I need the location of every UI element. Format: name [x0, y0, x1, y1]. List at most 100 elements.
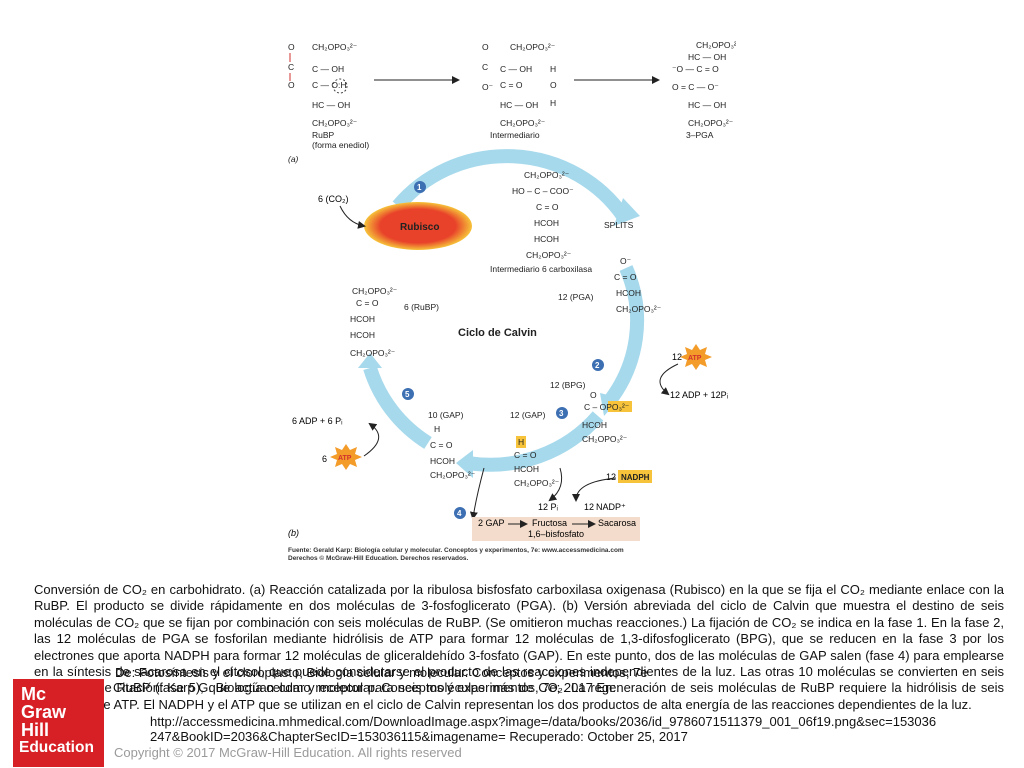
svg-text:CH₂OPO₃²⁻: CH₂OPO₃²⁻: [688, 118, 734, 128]
svg-text:2 GAP: 2 GAP: [478, 518, 505, 528]
svg-text:NADPH: NADPH: [621, 473, 650, 482]
svg-text:12 (BPG): 12 (BPG): [550, 380, 586, 390]
co2-input-label: 6 (CO₂): [318, 194, 349, 204]
svg-text:HC — OH: HC — OH: [312, 100, 350, 110]
svg-text:O = C — O⁻: O = C — O⁻: [672, 82, 719, 92]
figure-caption: Conversión de CO₂ en carbohidrato. (a) R…: [34, 582, 1004, 712]
svg-text:3–PGA: 3–PGA: [686, 130, 714, 140]
svg-text:HCOH: HCOH: [430, 456, 455, 466]
part-a-tag: (a): [288, 154, 299, 164]
copyright-notice: Copyright © 2017 McGraw-Hill Education. …: [114, 745, 462, 760]
svg-text:12: 12: [606, 472, 616, 482]
svg-text:C = O: C = O: [500, 80, 523, 90]
gap-12-structure: 12 (GAP) H C = O HCOH CH₂OPO₃²⁻: [510, 410, 560, 488]
citation-line-2: Citación: Karp G. Biología celular y mol…: [113, 680, 616, 695]
svg-text:C: C: [482, 62, 488, 72]
svg-text:SPLITS: SPLITS: [604, 220, 634, 230]
svg-text:CH₂OPO₃²⁻: CH₂OPO₃²⁻: [500, 118, 546, 128]
bpg-structure: 12 (BPG) O C – OPO₃²⁻ HCOH CH₂OPO₃²⁻: [550, 380, 632, 444]
pga-structure: O⁻ C = O HCOH CH₂OPO₃²⁻ 12 (PGA): [558, 256, 662, 314]
svg-text:HCOH: HCOH: [616, 288, 641, 298]
svg-text:HO – C – COO⁻: HO – C – COO⁻: [512, 186, 574, 196]
svg-text:O: O: [482, 42, 489, 52]
cycle-title: Ciclo de Calvin: [458, 327, 537, 339]
svg-text:C = O: C = O: [536, 202, 559, 212]
svg-text:C = O: C = O: [356, 298, 379, 308]
svg-text:O⁻: O⁻: [620, 256, 632, 266]
atp-star-icon: [330, 444, 362, 470]
pga-molecule: CH₂OPO₃²⁻ HC — OH ⁻O — C = O O = C — O⁻ …: [672, 40, 736, 140]
logo-line-graw: Graw: [21, 702, 67, 722]
mcgraw-hill-logo: Mc Graw Hill Education: [13, 679, 104, 767]
svg-text:12 Pᵢ: 12 Pᵢ: [538, 502, 558, 512]
svg-text:C = O: C = O: [430, 440, 453, 450]
svg-text:(forma enediol): (forma enediol): [312, 140, 369, 150]
rubisco-enzyme: [364, 202, 472, 250]
step-1-marker: [414, 181, 426, 193]
svg-text:ATP: ATP: [338, 455, 352, 462]
svg-text:12 ADP + 12Pᵢ: 12 ADP + 12Pᵢ: [670, 390, 728, 400]
svg-text:H: H: [550, 98, 556, 108]
svg-text:10 (GAP): 10 (GAP): [428, 410, 464, 420]
svg-text:NADP⁺: NADP⁺: [596, 502, 626, 512]
svg-text:CH₂OPO₃²⁻: CH₂OPO₃²⁻: [352, 286, 398, 296]
svg-text:C = O: C = O: [614, 272, 637, 282]
co2-molecule: O C O: [288, 42, 295, 90]
logo-line-mc: Mc: [21, 684, 47, 704]
svg-text:C = O: C = O: [514, 450, 537, 460]
svg-text:HCOH: HCOH: [582, 420, 607, 430]
nadph-input: 12 NADPH 12 Pᵢ 12 NADP⁺: [538, 467, 652, 512]
svg-text:C — O:H: C — O:H: [312, 80, 346, 90]
svg-text:CH₂OPO₃²⁻: CH₂OPO₃²⁻: [430, 470, 476, 480]
citation-line-1: De: Fotosíntesis y el cloroplasto, Biolo…: [115, 665, 648, 680]
svg-text:Intermediario: Intermediario: [490, 130, 540, 140]
svg-text:3: 3: [559, 409, 564, 418]
step-2-marker: [592, 359, 604, 371]
svg-text:C: C: [288, 62, 294, 72]
svg-text:CH₂OPO₃²⁻: CH₂OPO₃²⁻: [582, 434, 628, 444]
calvin-cycle-figure: O C O CH₂OPO₃²⁻ C — OH C — O:H HC — OH C…: [288, 40, 736, 562]
part-b-tag: (b): [288, 528, 299, 538]
svg-text:HCOH: HCOH: [514, 464, 539, 474]
svg-text:HC — OH: HC — OH: [688, 100, 726, 110]
logo-line-hill: Hill: [21, 720, 50, 740]
atp-star-icon: [680, 344, 712, 370]
calvin-cycle: Rubisco 6 (CO₂) 1 2 3 4 5 Ciclo de Calvi…: [288, 149, 728, 562]
svg-text:CH₂OPO₃²⁻: CH₂OPO₃²⁻: [696, 40, 736, 50]
svg-text:5: 5: [405, 390, 410, 399]
part-a-reaction: O C O CH₂OPO₃²⁻ C — OH C — O:H HC — OH C…: [288, 40, 736, 164]
svg-text:2: 2: [595, 361, 600, 370]
rubisco-label: Rubisco: [400, 222, 439, 233]
svg-text:H: H: [550, 64, 556, 74]
logo-line-education: Education: [19, 739, 94, 756]
figure-source-line-2: Derechos © McGraw-Hill Education. Derech…: [288, 554, 469, 562]
svg-text:O: O: [550, 80, 557, 90]
svg-text:CH₂OPO₃²⁻: CH₂OPO₃²⁻: [616, 304, 662, 314]
carboxylase-intermediate: CH₂OPO₃²⁻ HO – C – COO⁻ C = O HCOH HCOH …: [490, 170, 634, 274]
citation-url-line-2[interactable]: 247&BookID=2036&ChapterSecID=153036115&i…: [150, 729, 688, 744]
citation-url-line[interactable]: http://accessmedicina.mhmedical.com/Down…: [150, 714, 937, 729]
svg-text:HC — OH: HC — OH: [688, 52, 726, 62]
svg-text:RuBP: RuBP: [312, 130, 335, 140]
step-5-marker: [402, 388, 414, 400]
svg-text:Sacarosa: Sacarosa: [598, 518, 636, 528]
svg-text:6 ADP + 6 Pᵢ: 6 ADP + 6 Pᵢ: [292, 416, 343, 426]
svg-text:CH₂OPO₃²⁻: CH₂OPO₃²⁻: [514, 478, 560, 488]
intermediate-molecule: O C O⁻ CH₂OPO₃²⁻ C — OH C = O HC — OH CH…: [482, 42, 557, 140]
svg-text:HC — OH: HC — OH: [500, 100, 538, 110]
step-4-marker: [454, 507, 466, 519]
svg-text:HCOH: HCOH: [350, 330, 375, 340]
svg-text:4: 4: [457, 509, 462, 518]
svg-text:Intermediario 6 carboxilasa: Intermediario 6 carboxilasa: [490, 264, 592, 274]
svg-text:O: O: [288, 42, 295, 52]
svg-text:12: 12: [584, 502, 594, 512]
svg-text:12 (GAP): 12 (GAP): [510, 410, 546, 420]
svg-text:Fructosa: Fructosa: [532, 518, 567, 528]
svg-text:O: O: [590, 390, 597, 400]
svg-text:CH₂OPO₃²⁻: CH₂OPO₃²⁻: [350, 348, 396, 358]
step-3-marker: [556, 407, 568, 419]
svg-text:CH₂OPO₃²⁻: CH₂OPO₃²⁻: [524, 170, 570, 180]
svg-text:1: 1: [417, 183, 422, 192]
rubp-molecule: CH₂OPO₃²⁻ C — OH C — O:H HC — OH CH₂OPO₃…: [312, 42, 369, 150]
rubp-structure: CH₂OPO₃²⁻ C = O HCOH HCOH CH₂OPO₃²⁻ 6 (R…: [350, 286, 439, 358]
